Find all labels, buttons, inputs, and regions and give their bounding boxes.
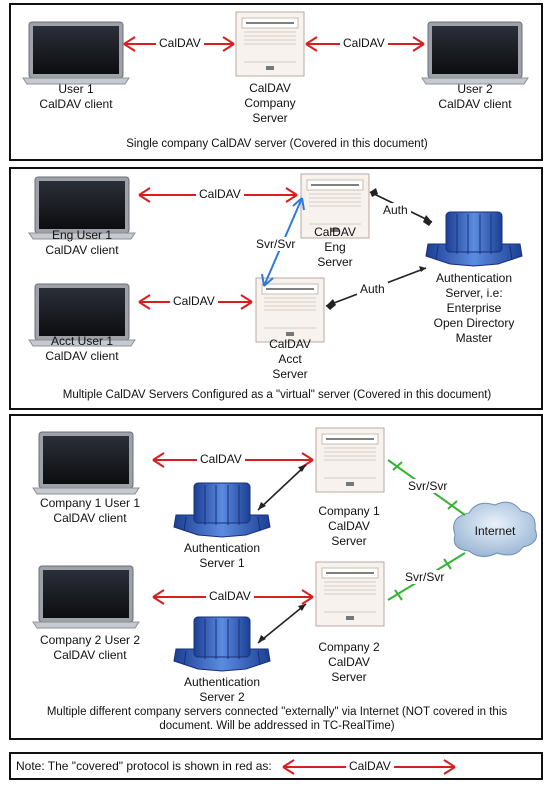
company2-server-label: Company 2 CalDAV Server — [318, 640, 380, 684]
auth-server-label: Authentication Server, i.e: Enterprise O… — [433, 271, 515, 345]
laptop-icon — [421, 21, 529, 85]
auth-server2-label: Authentication Server 2 — [183, 675, 261, 704]
server-icon — [315, 561, 385, 627]
caldav-protocol-label: CalDAV — [196, 187, 244, 201]
auth-server1-label: Authentication Server 1 — [183, 541, 261, 570]
auth-label: Auth — [357, 282, 388, 296]
laptop-icon — [32, 431, 140, 495]
note-text: Note: The "covered" protocol is shown in… — [16, 759, 272, 773]
panel2-caption: Multiple CalDAV Servers Configured as a … — [62, 389, 492, 401]
company1-server-label: Company 1 CalDAV Server — [318, 504, 380, 548]
company2-user-label: Company 2 User 2 CalDAV client — [39, 633, 141, 662]
panel3-caption: Multiple different company servers conne… — [46, 706, 508, 732]
company1-user-label: Company 1 User 1 CalDAV client — [39, 496, 141, 525]
server-icon — [235, 11, 305, 77]
caldav-legend-label: CalDAV — [346, 759, 394, 773]
auth-label: Auth — [380, 203, 411, 217]
eng-user-label: Eng User 1 CalDAV client — [45, 228, 119, 257]
panel1-caption: Single company CalDAV server (Covered in… — [126, 138, 428, 150]
caldav-protocol-label: CalDAV — [156, 36, 204, 50]
internet-cloud-icon — [453, 501, 537, 557]
svr-svr-label: Svr/Svr — [253, 237, 299, 251]
server-icon — [255, 277, 325, 343]
company-server-label: CalDAV Company Server — [244, 81, 296, 125]
caldav-protocol-label: CalDAV — [340, 36, 388, 50]
internet-label: Internet — [474, 524, 516, 538]
auth-link — [257, 464, 307, 511]
user1-label: User 1 CalDAV client — [39, 82, 113, 111]
laptop-icon — [22, 21, 130, 85]
svr-svr-label: Svr/Svr — [402, 570, 448, 584]
caldav-protocol-label: CalDAV — [170, 294, 218, 308]
acct-server-label: CalDAV Acct Server — [269, 337, 311, 381]
server-icon — [315, 427, 385, 493]
auth-server-icon — [173, 482, 271, 538]
auth-server-icon — [173, 616, 271, 672]
svr-svr-label: Svr/Svr — [405, 479, 451, 493]
user2-label: User 2 CalDAV client — [438, 82, 512, 111]
acct-user-label: Acct User 1 CalDAV client — [45, 334, 119, 363]
caldav-protocol-label: CalDAV — [197, 452, 245, 466]
laptop-icon — [32, 565, 140, 629]
auth-server-icon — [425, 211, 523, 267]
eng-server-label: CalDAV Eng Server — [314, 225, 356, 269]
caldav-protocol-label: CalDAV — [206, 589, 254, 603]
auth-link — [257, 603, 307, 644]
